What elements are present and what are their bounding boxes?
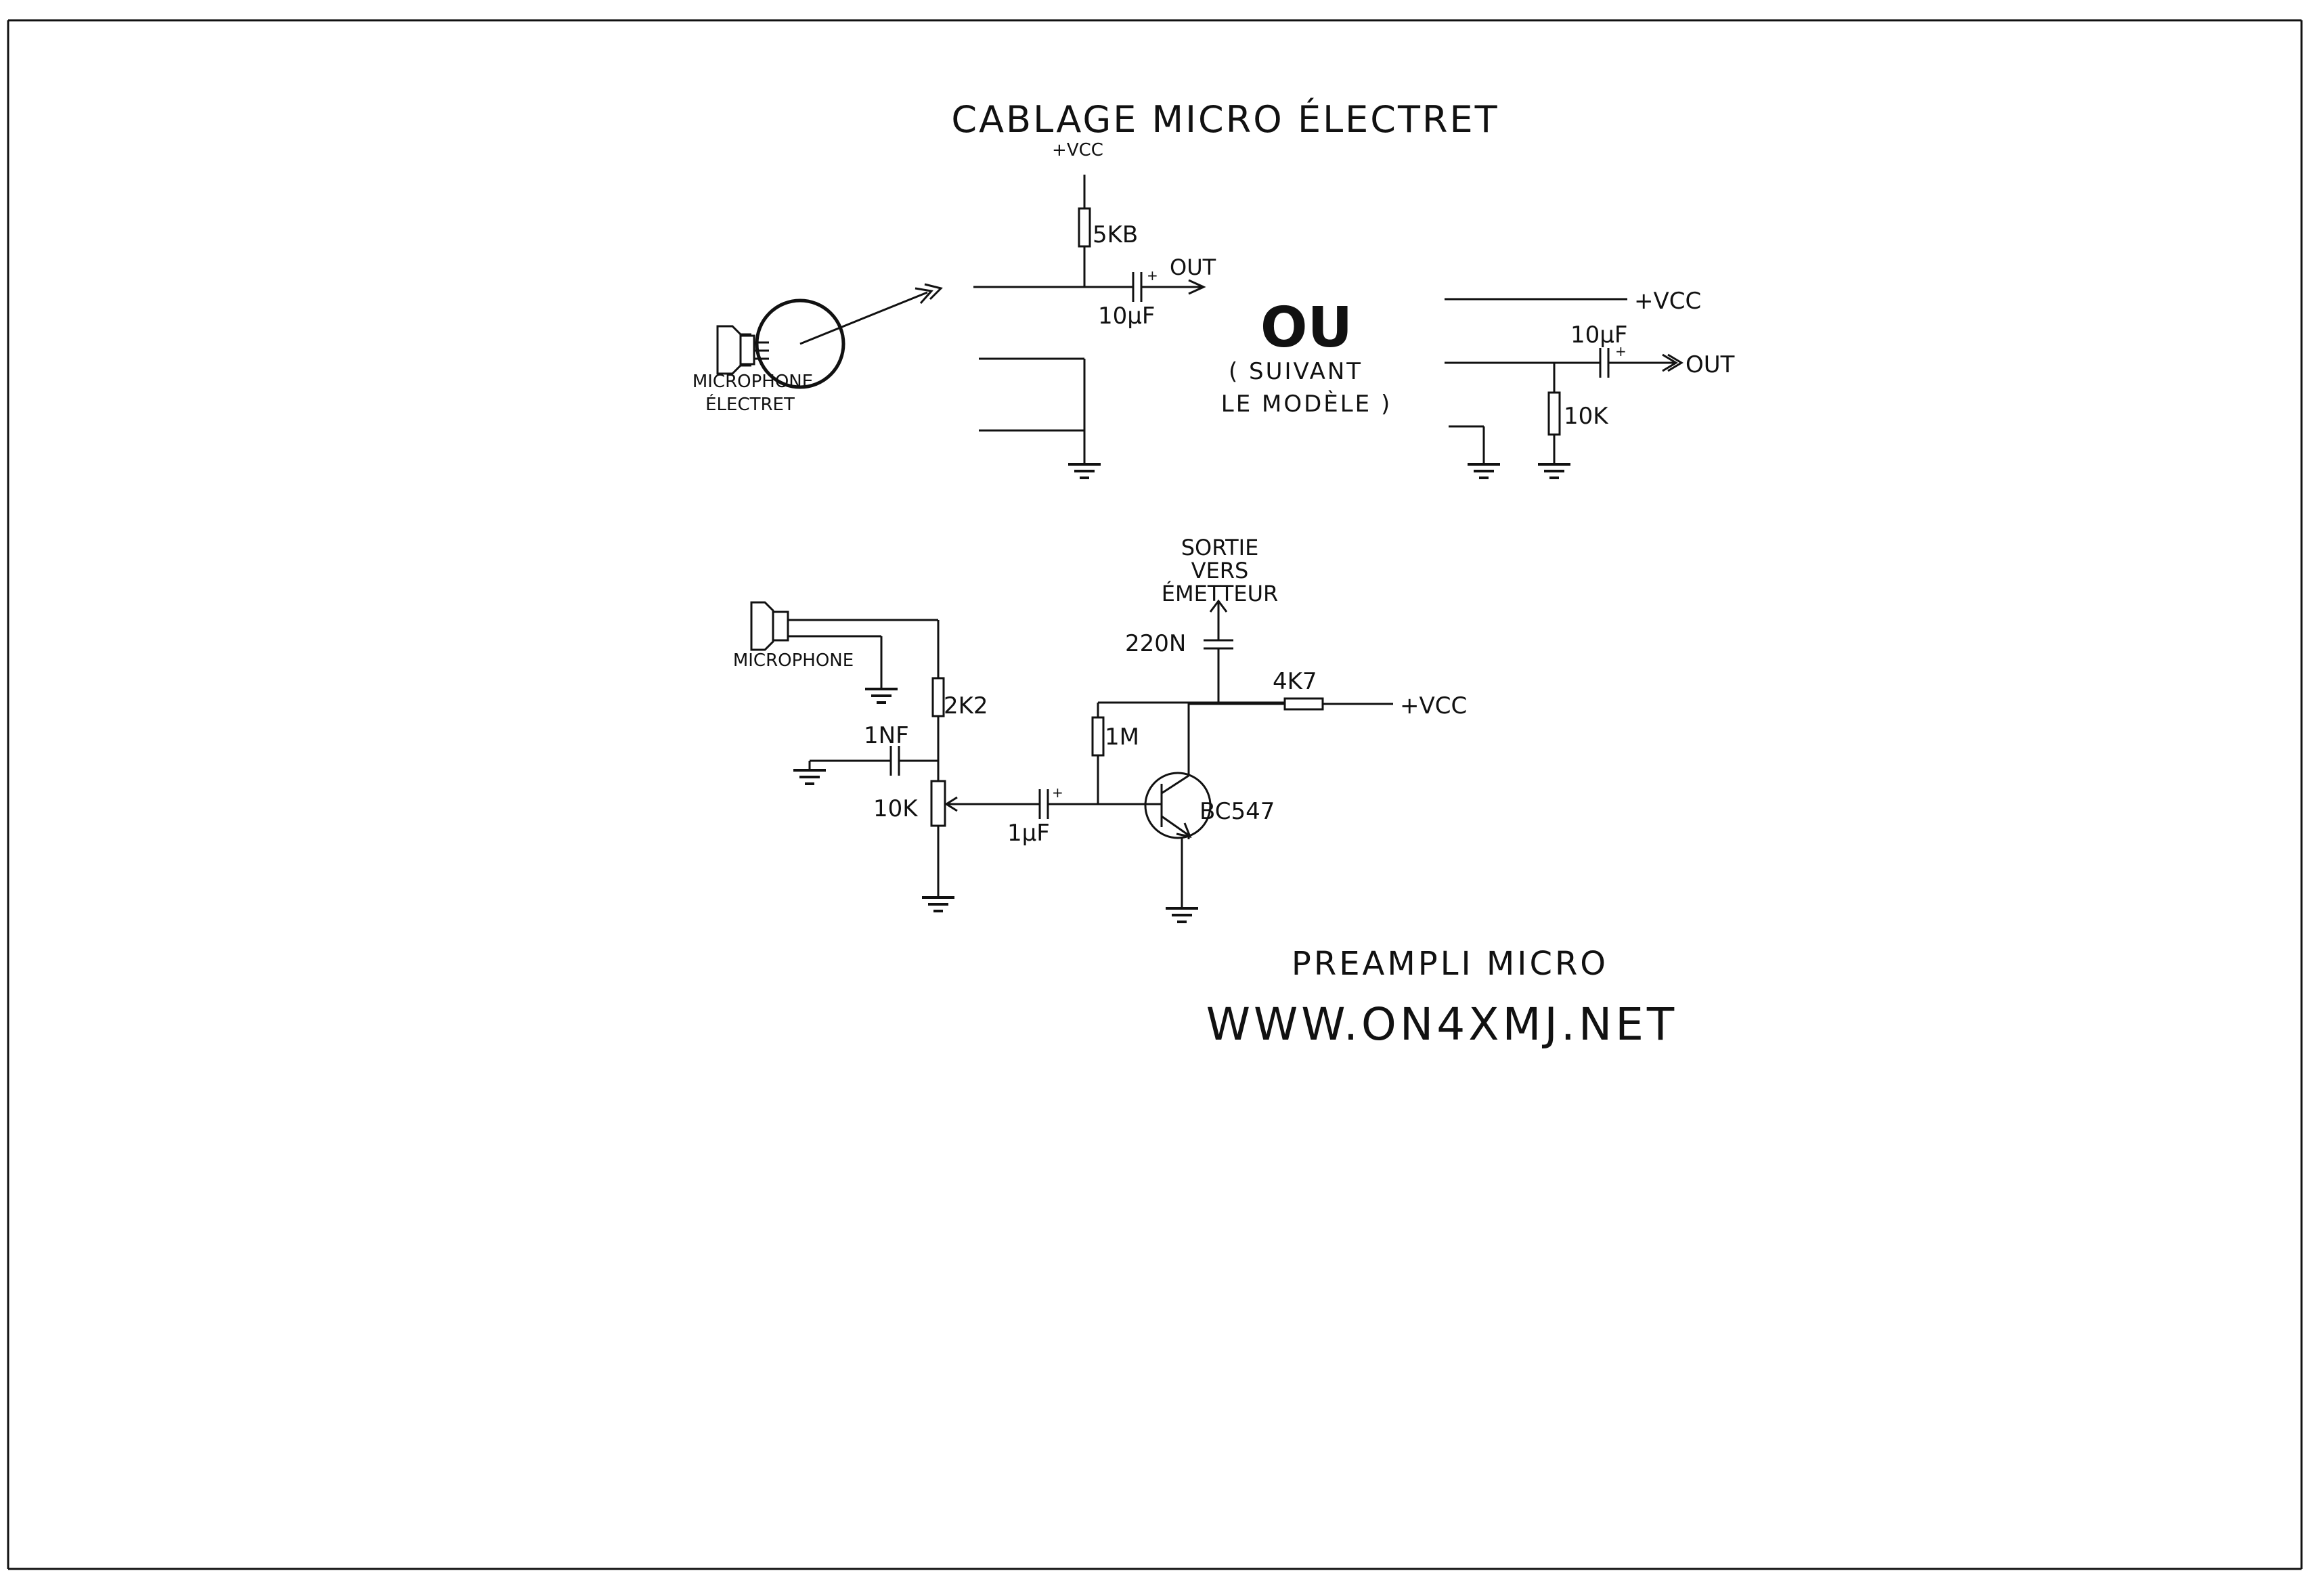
- cap-220n-label: 220N: [1125, 630, 1186, 657]
- sortie-line-3: ÉMETTEUR: [1162, 581, 1278, 606]
- or-note-line-2: LE MODÈLE ): [1221, 390, 1392, 418]
- preamp-microphone: MICROPHONE: [733, 601, 938, 704]
- cap-1uf-plus-sign: +: [1052, 784, 1063, 801]
- or-note-line-1: ( SUIVANT: [1229, 358, 1363, 385]
- sortie-line-1: SORTIE: [1181, 535, 1259, 560]
- resistor-4k7: [1283, 697, 1324, 711]
- potentiometer-10k: 10K: [873, 780, 1015, 912]
- resistor-2k2: [931, 677, 945, 717]
- cap-1nf-branch: 1NF: [792, 722, 938, 785]
- top-ground-branch: [979, 357, 1102, 479]
- pot-10k-label: 10K: [873, 795, 919, 822]
- or-label: OU: [1260, 296, 1352, 360]
- transistor-bc547: BC547: [1143, 703, 1275, 923]
- sortie-line-2: VERS: [1191, 558, 1249, 583]
- preamp-title: PREAMPLI MICRO: [1292, 945, 1608, 983]
- alt-vcc-label: +VCC: [1634, 288, 1701, 315]
- top-cap-label: 10µF: [1098, 303, 1155, 330]
- top-vcc-label: +VCC: [1052, 140, 1103, 160]
- electret-microphone: MICROPHONE ÉLECTRET: [692, 283, 943, 415]
- magnify-circle: [755, 298, 845, 389]
- cap-plus-sign: +: [1147, 267, 1158, 284]
- transistor-label: BC547: [1199, 798, 1275, 825]
- resistor-4k7-label: 4K7: [1273, 668, 1317, 695]
- cap-1uf-label: 1µF: [1007, 820, 1050, 847]
- pot-body: [930, 780, 946, 827]
- resistor-10k-alt: [1547, 391, 1561, 436]
- alt-res-label: 10K: [1564, 403, 1609, 430]
- ground-symbol: [1466, 463, 1501, 479]
- sheet-border: [7, 19, 2303, 1570]
- microphone-icon: [750, 601, 774, 651]
- resistor-5kb-label: 5KB: [1093, 221, 1138, 248]
- resistor-2k2-label: 2K2: [944, 692, 988, 719]
- resistor-1m: [1091, 716, 1105, 757]
- microphone-icon: [716, 325, 742, 375]
- website-label: WWW.ON4XMJ.NET: [1206, 998, 1677, 1050]
- resistor-1m-label: 1M: [1105, 724, 1139, 751]
- resistor-1m-branch: 1M: [1091, 701, 1285, 804]
- mic-electret-label-1: MICROPHONE: [692, 372, 813, 392]
- ground-symbol: [792, 769, 827, 785]
- resistor-4k7-branch: 4K7 +VCC: [1189, 668, 1467, 719]
- ground-symbol: [921, 896, 956, 912]
- ground-symbol: [864, 688, 899, 704]
- ground-symbol: [1537, 463, 1572, 479]
- cap-1nf-label: 1NF: [864, 722, 909, 749]
- ground-symbol: [1067, 463, 1102, 479]
- resistor-5kb: [1078, 207, 1091, 248]
- transistor-body: [1144, 772, 1212, 839]
- ground-symbol: [1164, 907, 1199, 923]
- top-title: CABLAGE MICRO ÉLECTRET: [951, 98, 1499, 141]
- top-vcc-branch: +VCC 5KB: [1052, 140, 1138, 287]
- top-output-branch: + 10µF OUT: [973, 254, 1216, 330]
- mic-electret-label-2: ÉLECTRET: [705, 393, 795, 415]
- alt-cap-plus-sign: +: [1615, 343, 1627, 359]
- alt-cap-label: 10µF: [1570, 322, 1627, 349]
- cap-220n-branch: 220N SORTIE VERS ÉMETTEUR: [1125, 535, 1278, 704]
- cap-1uf-branch: + 1µF: [1007, 784, 1143, 847]
- preamp-vcc-label: +VCC: [1400, 692, 1467, 719]
- resistor-2k2-branch: 2K2: [931, 620, 988, 781]
- alt-out-label: OUT: [1686, 351, 1735, 378]
- top-out-label: OUT: [1170, 254, 1216, 280]
- alt-wiring: +VCC + 10µF OUT 10K: [1445, 288, 1735, 479]
- preamp-mic-label: MICROPHONE: [733, 650, 854, 671]
